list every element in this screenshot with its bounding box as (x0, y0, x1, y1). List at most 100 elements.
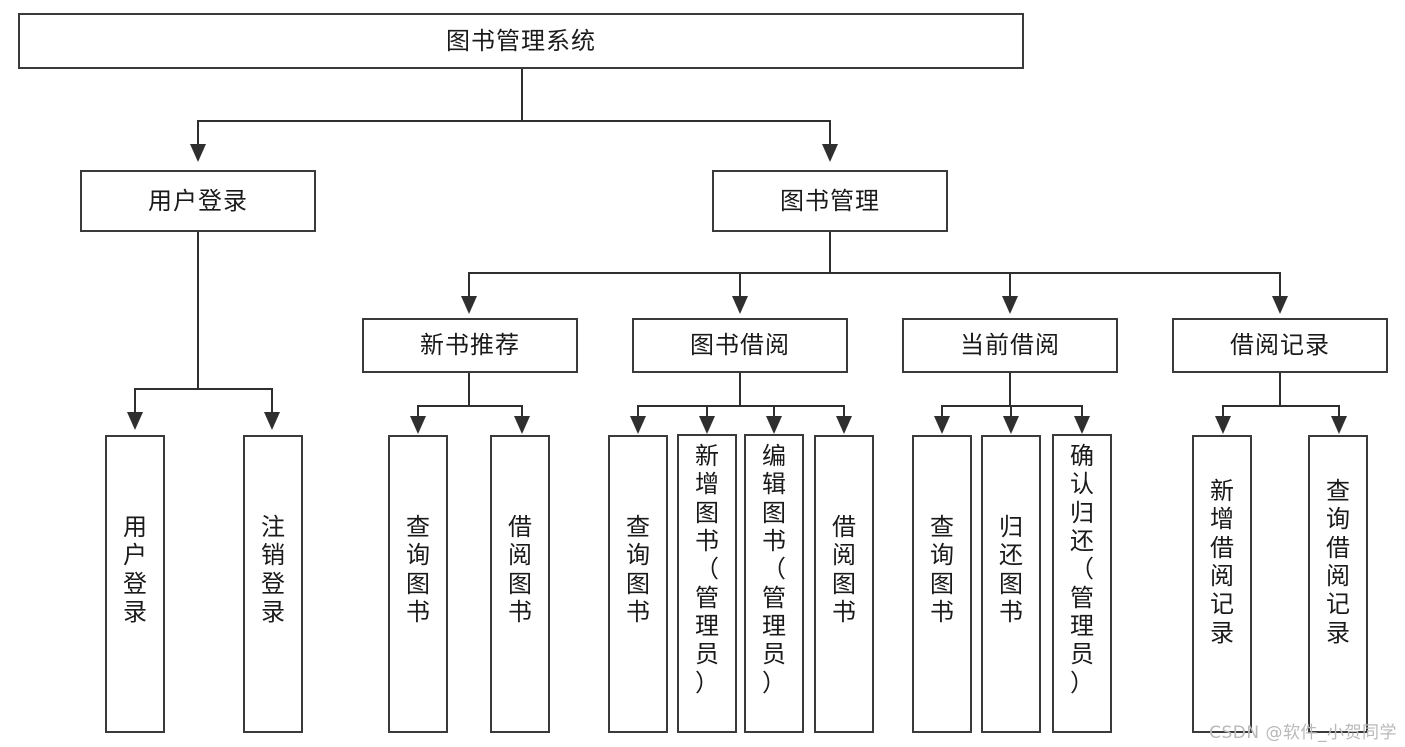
leaf-book-borrow-borrow-book[interactable]: 借阅图书 (814, 435, 874, 733)
leaf-label-char: 图 (999, 569, 1023, 598)
leaf-label: 用户登录 (107, 513, 163, 626)
connector-drop-user-login (197, 120, 199, 146)
leaf-label-char: 借 (508, 513, 532, 541)
leaf-label-char: 图 (626, 569, 650, 598)
connector-user-login-drop-1 (134, 388, 136, 414)
arrow-current-borrow (1002, 296, 1018, 314)
leaf-label: 归还图书 (983, 513, 1039, 626)
leaf-user-login-login[interactable]: 用户登录 (105, 435, 165, 733)
leaf-label-char: 书 (508, 597, 532, 626)
leaf-book-borrow-query-book[interactable]: 查询图书 (608, 435, 668, 733)
connector-current-borrow-bus (941, 405, 1083, 407)
leaf-label-char: （ (695, 555, 719, 584)
leaf-label-char: 录 (261, 597, 285, 626)
node-label: 图书借阅 (690, 331, 790, 360)
node-borrow-record[interactable]: 借阅记录 (1172, 318, 1388, 373)
connector-borrow-record-bus (1222, 405, 1339, 407)
connector-book-borrow-drop-3 (773, 405, 775, 418)
connector-new-book-bus (417, 405, 522, 407)
connector-current-borrow-drop-2 (1010, 405, 1012, 418)
leaf-label-char: 归 (999, 513, 1023, 541)
leaf-book-borrow-add-book-admin[interactable]: 新增图书（管理员） (677, 434, 737, 733)
connector-user-login-bus (134, 388, 272, 390)
connector-new-book-drop-2 (521, 405, 523, 418)
leaf-label-char: 图 (930, 569, 954, 598)
leaf-label-char: ） (762, 668, 786, 697)
leaf-label: 注销登录 (245, 513, 301, 626)
leaf-borrow-record-query-record[interactable]: 查询借阅记录 (1308, 435, 1368, 733)
arrow-book-manage (822, 144, 838, 162)
arrow-current-borrow-leaf-1 (934, 416, 950, 434)
leaf-label: 查询图书 (610, 513, 666, 626)
node-book-borrow[interactable]: 图书借阅 (632, 318, 848, 373)
leaf-label: 编辑图书（管理员） (746, 442, 802, 697)
connector-user-login-stem (197, 232, 199, 389)
leaf-user-login-logout[interactable]: 注销登录 (243, 435, 303, 733)
leaf-label: 确认归还（管理员） (1054, 442, 1110, 697)
leaf-label-char: 查 (626, 513, 650, 541)
leaf-new-book-query-book[interactable]: 查询图书 (388, 435, 448, 733)
leaf-label-char: 还 (999, 541, 1023, 570)
leaf-label-char: 阅 (832, 541, 856, 570)
connector-drop-book-borrow (739, 272, 741, 298)
node-label: 图书管理系统 (446, 26, 596, 55)
node-label: 当前借阅 (960, 331, 1060, 360)
leaf-current-borrow-query-book[interactable]: 查询图书 (912, 435, 972, 733)
connector-current-borrow-drop-3 (1081, 405, 1083, 418)
arrow-user-login (190, 144, 206, 162)
node-current-borrow[interactable]: 当前借阅 (902, 318, 1118, 373)
leaf-label-char: 确 (1070, 442, 1094, 470)
node-label: 新书推荐 (420, 331, 520, 360)
leaf-label-char: 图 (406, 569, 430, 598)
leaf-label-char: （ (762, 555, 786, 584)
node-root-system[interactable]: 图书管理系统 (18, 13, 1024, 69)
node-label: 图书管理 (780, 186, 880, 215)
leaf-label-char: 增 (695, 470, 719, 499)
connector-user-login-drop-2 (271, 388, 273, 414)
arrow-user-login-leaf-1 (127, 412, 143, 430)
leaf-label: 新增借阅记录 (1194, 477, 1250, 647)
leaf-label-char: 还 (1070, 526, 1094, 555)
leaf-label-char: 登 (261, 569, 285, 598)
connector-new-book-drop-1 (417, 405, 419, 418)
leaf-label-char: 记 (1210, 590, 1234, 619)
arrow-book-borrow (732, 296, 748, 314)
leaf-label-char: （ (1070, 555, 1094, 584)
leaf-label-char: 登 (123, 569, 147, 598)
node-label: 借阅记录 (1230, 331, 1330, 360)
arrow-borrow-record-leaf-2 (1331, 416, 1347, 434)
leaf-label: 借阅图书 (492, 513, 548, 626)
leaf-label-char: 书 (406, 597, 430, 626)
leaf-label-char: 理 (762, 611, 786, 640)
leaf-label-char: 销 (261, 541, 285, 570)
leaf-label-char: 查 (1326, 477, 1350, 505)
leaf-book-borrow-edit-book-admin[interactable]: 编辑图书（管理员） (744, 434, 804, 733)
node-new-book-recommend[interactable]: 新书推荐 (362, 318, 578, 373)
leaf-label: 查询图书 (914, 513, 970, 626)
connector-book-manage-bus (468, 272, 1280, 274)
leaf-borrow-record-add-record[interactable]: 新增借阅记录 (1192, 435, 1252, 733)
arrow-new-book-leaf-2 (514, 416, 530, 434)
leaf-new-book-borrow-book[interactable]: 借阅图书 (490, 435, 550, 733)
leaf-label-char: 管 (762, 583, 786, 612)
node-book-management[interactable]: 图书管理 (712, 170, 948, 232)
leaf-label-char: 认 (1070, 470, 1094, 499)
node-user-login[interactable]: 用户登录 (80, 170, 316, 232)
leaf-current-borrow-confirm-return-admin[interactable]: 确认归还（管理员） (1052, 434, 1112, 733)
leaf-label-char: 增 (1210, 505, 1234, 534)
leaf-current-borrow-return-book[interactable]: 归还图书 (981, 435, 1041, 733)
leaf-label-char: 询 (930, 541, 954, 570)
connector-borrow-record-stem (1279, 373, 1281, 406)
connector-borrow-record-drop-1 (1222, 405, 1224, 418)
leaf-label-char: 员 (695, 640, 719, 669)
leaf-label-char: 书 (762, 526, 786, 555)
leaf-label-char: 员 (762, 640, 786, 669)
leaf-label: 查询借阅记录 (1310, 477, 1366, 647)
connector-drop-current-borrow (1009, 272, 1011, 298)
leaf-label: 查询图书 (390, 513, 446, 626)
leaf-label-char: 借 (832, 513, 856, 541)
leaf-label-char: 阅 (1210, 561, 1234, 590)
leaf-label-char: 查 (406, 513, 430, 541)
leaf-label-char: 管 (1070, 583, 1094, 612)
connector-drop-book-manage (829, 120, 831, 146)
